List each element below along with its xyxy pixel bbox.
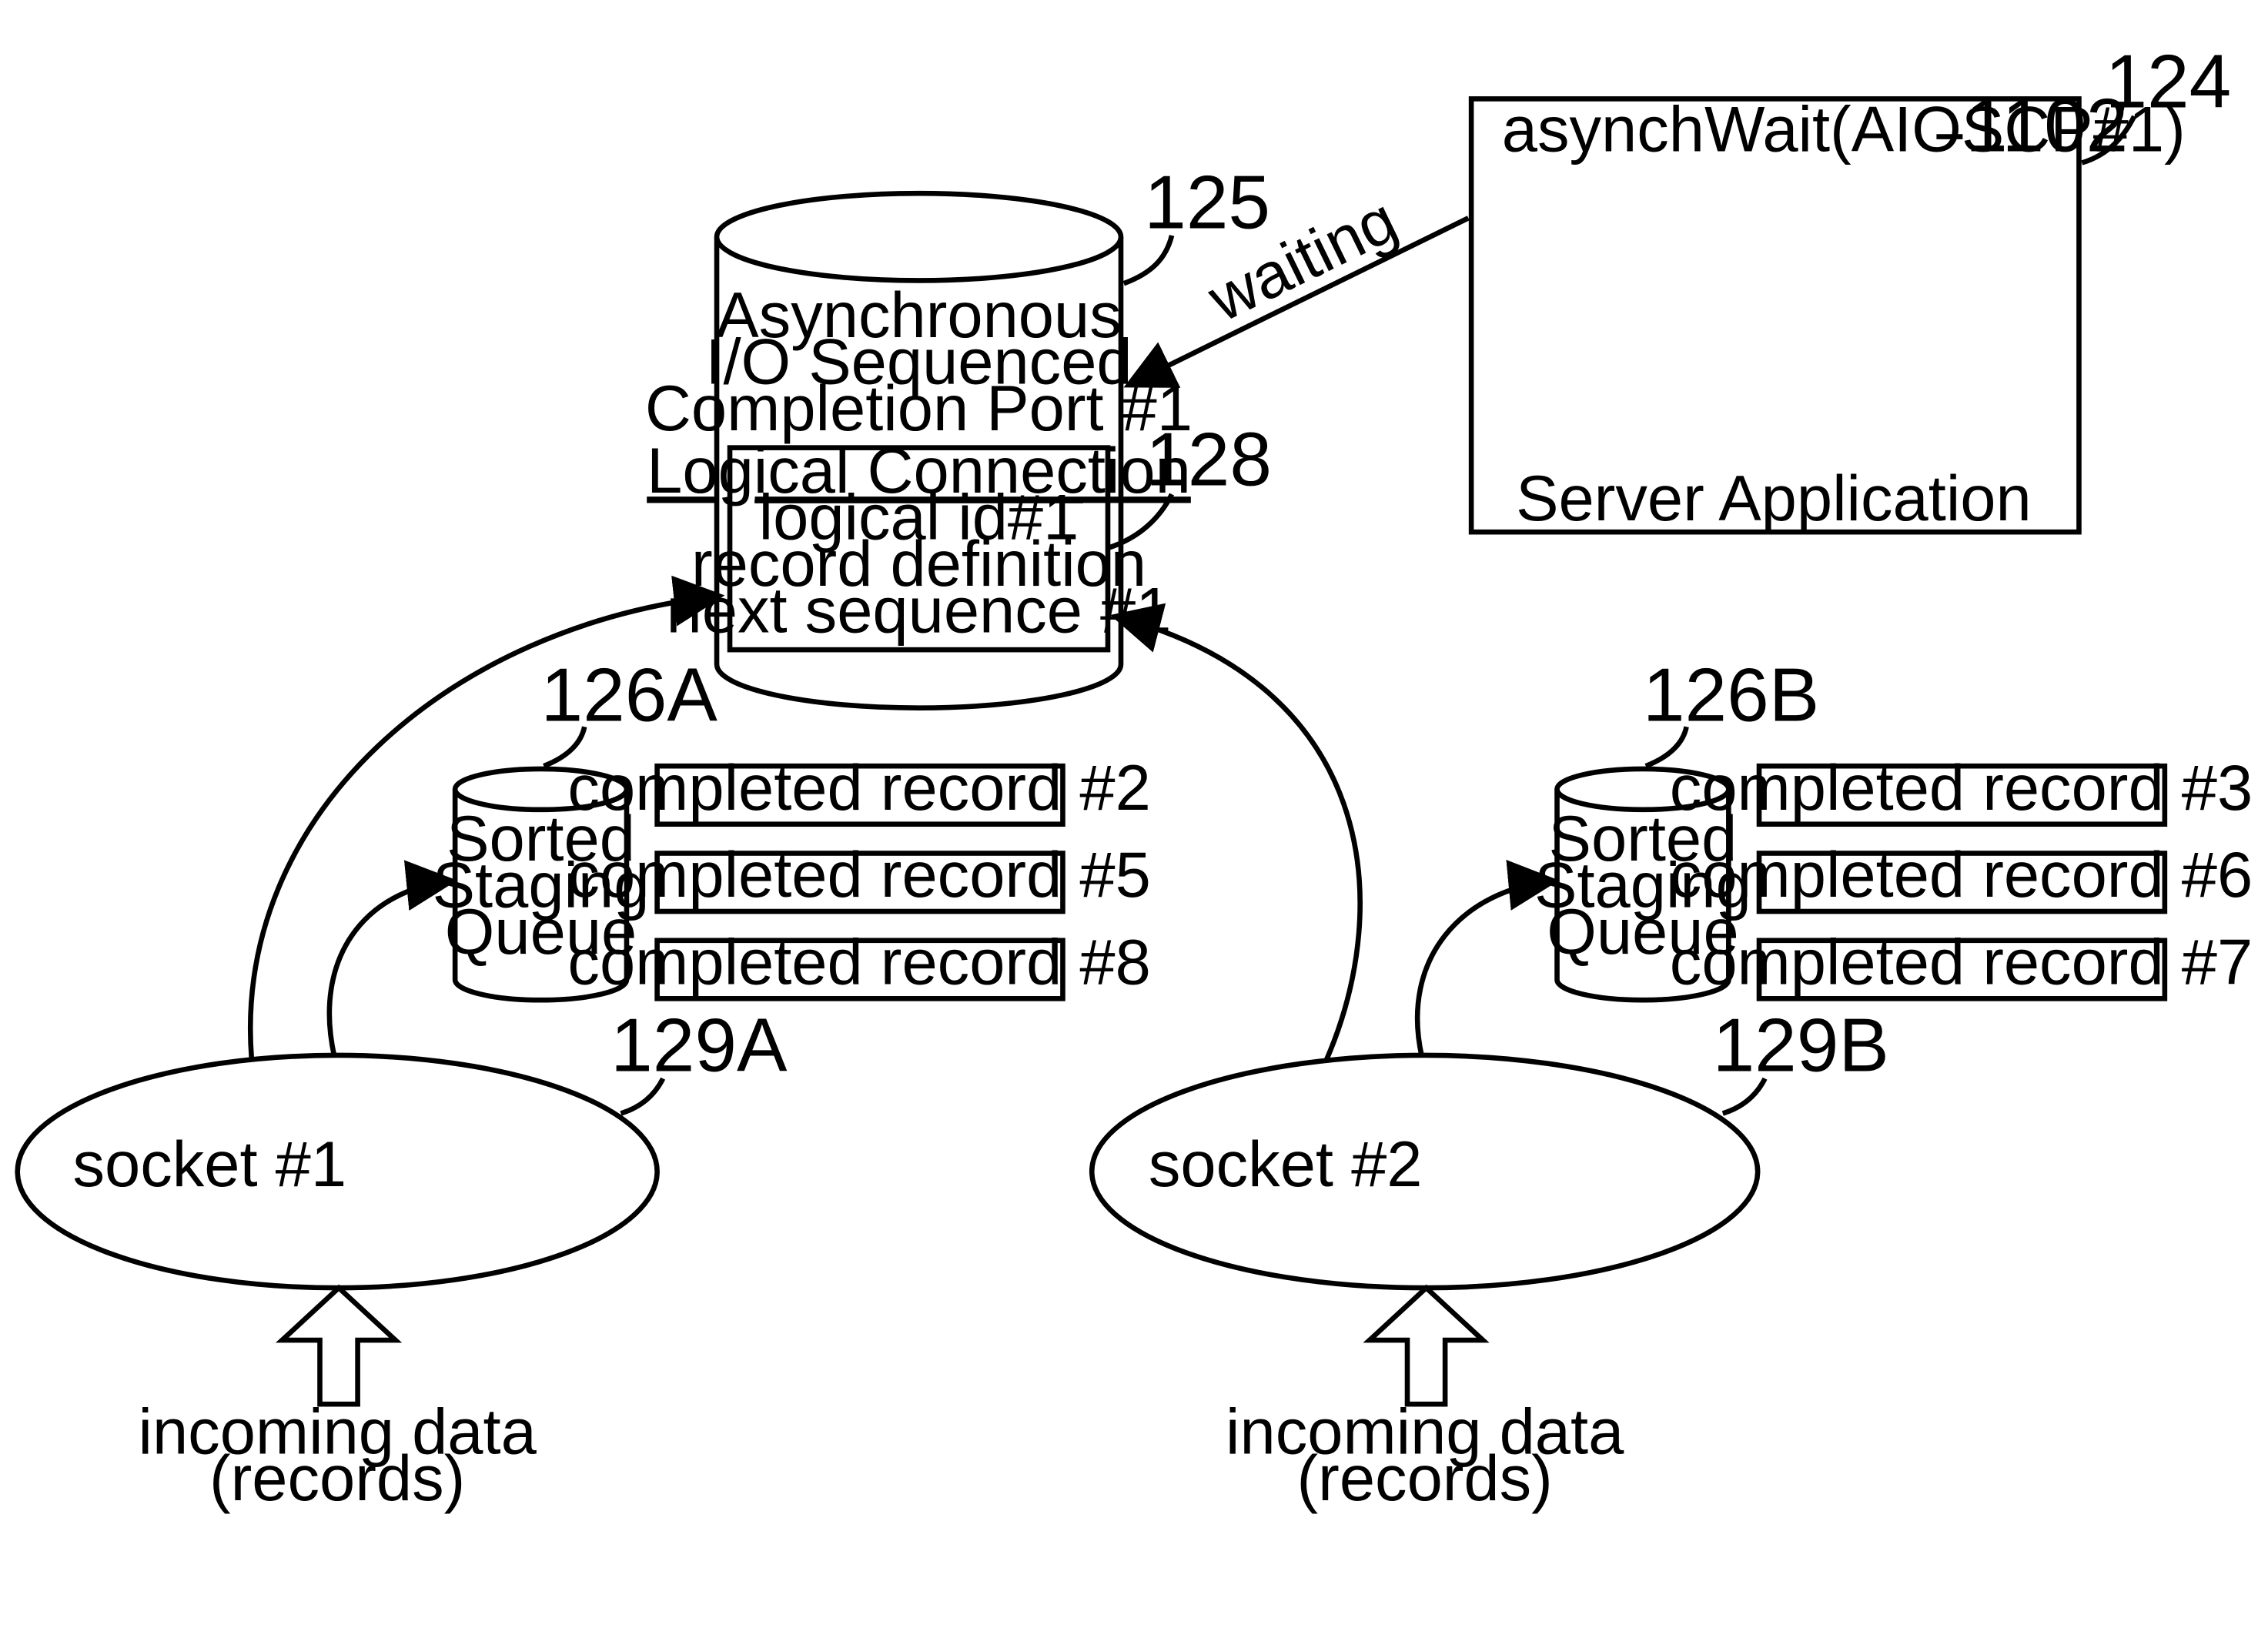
socket-a-ref: 129A — [610, 1003, 788, 1088]
incoming-b: incoming data (records) — [1226, 1288, 1624, 1514]
queue-a-records: completed record #2 completed record #5 … — [567, 752, 1150, 998]
socket-b: socket #2 129B — [1092, 1003, 1889, 1288]
server-ref-number: 124 — [2105, 39, 2231, 124]
socket-b-to-port-arrow — [1115, 617, 1360, 1061]
record-a3: completed record #8 — [567, 926, 1150, 998]
completion-port-title-3: Completion Port #1 — [645, 373, 1193, 444]
record-a1: completed record #2 — [567, 752, 1150, 824]
record-a2: completed record #5 — [567, 839, 1150, 911]
queue-b-records: completed record #3 completed record #6 … — [1670, 752, 2253, 998]
socket-a: socket #1 129A — [18, 1003, 788, 1288]
queue-b-ref: 126B — [1643, 653, 1819, 737]
next-sequence: next sequence #1 — [667, 574, 1172, 646]
logical-connection-ref: 128 — [1146, 417, 1272, 502]
socket-a-label: socket #1 — [72, 1128, 346, 1200]
completion-port-ref: 125 — [1144, 159, 1270, 244]
completion-port: Asynchronous I/O Sequenced Completion Po… — [645, 159, 1272, 707]
record-b3: completed record #7 — [1670, 926, 2253, 998]
socket-b-ref: 129B — [1713, 1003, 1889, 1088]
incoming-a: incoming data (records) — [139, 1288, 537, 1514]
incoming-b-line-2: (records) — [1296, 1442, 1552, 1514]
incoming-b-arrow-icon — [1370, 1288, 1483, 1404]
record-b2: completed record #6 — [1670, 839, 2253, 911]
completion-port-top — [717, 193, 1121, 280]
socket-b-label: socket #2 — [1149, 1128, 1423, 1200]
server-application: asynchWait(AIOSCP#1) 1102 Server Applica… — [1471, 39, 2231, 534]
server-application-label: Server Application — [1516, 463, 2032, 534]
incoming-a-arrow-icon — [282, 1288, 395, 1404]
queue-a-ref: 126A — [541, 653, 718, 737]
record-b1: completed record #3 — [1670, 752, 2253, 824]
incoming-a-line-2: (records) — [209, 1442, 465, 1514]
